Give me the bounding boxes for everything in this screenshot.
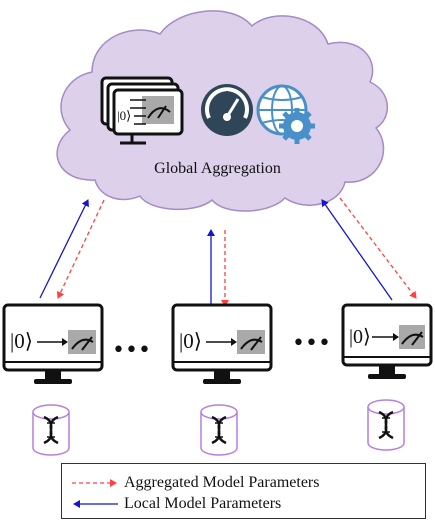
legend-item-aggregated: Aggregated Model Parameters	[62, 474, 425, 496]
dna-database-icon	[367, 399, 405, 451]
server-ket-label: |0⟩	[117, 108, 131, 123]
dna-database-icon	[32, 404, 70, 456]
ellipsis-right: •••	[292, 331, 331, 356]
cloud-label: Global Aggregation	[154, 160, 281, 177]
dashed-red-arrow-icon	[72, 479, 117, 487]
client-computer-right: |0⟩	[341, 303, 433, 379]
legend-local-label: Local Model Parameters	[124, 495, 282, 512]
client-ket-label: |0⟩	[179, 329, 202, 353]
legend-item-local: Local Model Parameters	[62, 495, 425, 517]
local-params-arrow-right	[321, 199, 393, 301]
legend: Aggregated Model Parameters Local Model …	[61, 463, 426, 519]
client-computer-left: |0⟩	[2, 303, 104, 384]
aggregated-params-arrow-right	[339, 197, 417, 299]
legend-aggregated-label: Aggregated Model Parameters	[124, 474, 320, 491]
gauge-icon	[201, 84, 253, 136]
local-params-arrow-left	[39, 199, 89, 299]
client-ket-label: |0⟩	[10, 329, 33, 353]
ellipsis-left: •••	[112, 338, 151, 363]
blue-arrow-icon	[73, 500, 118, 508]
dna-database-icon	[200, 404, 238, 456]
multi-monitor-icon: |0⟩	[100, 76, 184, 145]
globe-gear-icon	[256, 84, 315, 144]
client-computer-middle: |0⟩	[171, 303, 273, 384]
client-ket-label: |0⟩	[349, 326, 371, 348]
